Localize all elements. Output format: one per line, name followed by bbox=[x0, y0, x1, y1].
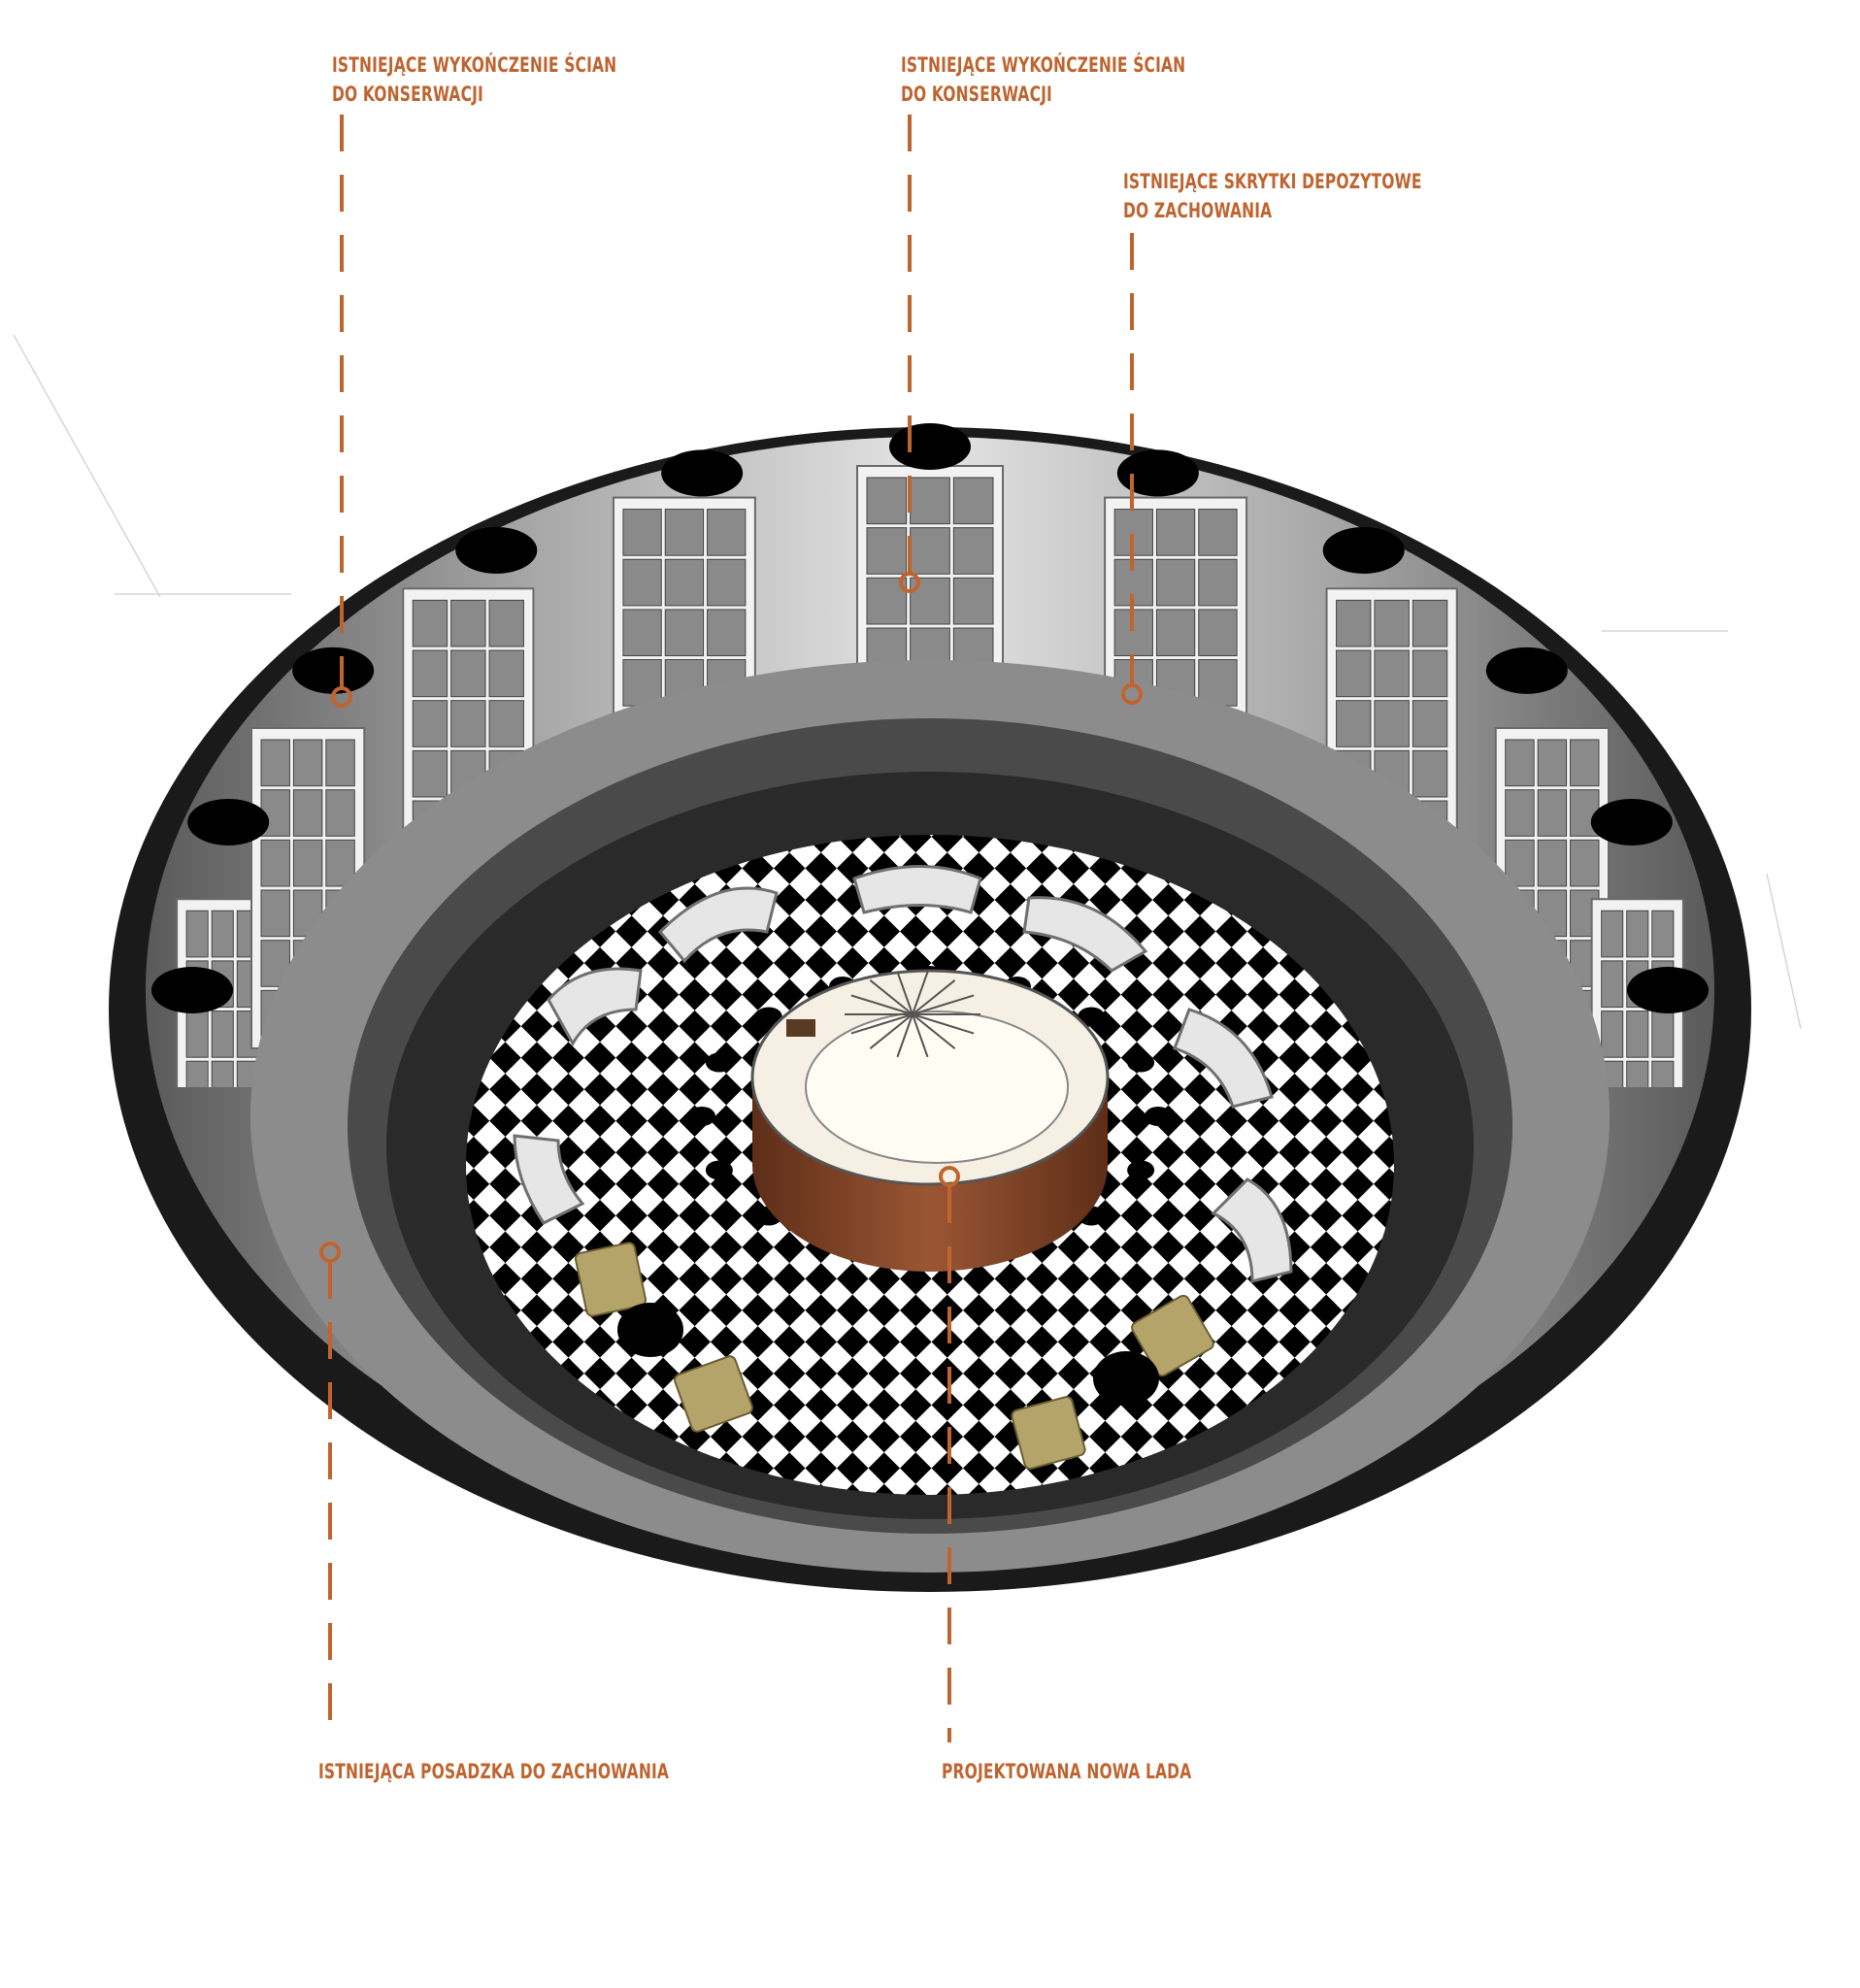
bar-stool bbox=[705, 1160, 733, 1180]
bar-stool bbox=[754, 1007, 782, 1027]
leader-lines bbox=[328, 115, 1134, 1742]
annotation-wall-finish-center: ISTNIEJĄCE WYKOŃCZENIE ŚCIAN DO KONSERWA… bbox=[901, 53, 1186, 106]
chandelier-arm bbox=[869, 979, 913, 1015]
annotation-counter: PROJEKTOWANA NOWA LADA bbox=[942, 1760, 1192, 1783]
chandelier-arm bbox=[896, 1013, 913, 1058]
construction-lines bbox=[13, 334, 1802, 1030]
column-cap bbox=[1485, 646, 1568, 694]
chandelier-arm bbox=[912, 1013, 975, 1035]
bar-stool bbox=[1145, 1107, 1172, 1126]
annotation-deposit-boxes: ISTNIEJĄCE SKRYTKI DEPOZYTOWE DO ZACHOWA… bbox=[1123, 170, 1422, 222]
chandelier-arm bbox=[912, 979, 956, 1015]
column-cap bbox=[661, 449, 744, 497]
column-cap bbox=[1627, 967, 1709, 1013]
column-cap bbox=[187, 798, 270, 845]
chandelier-arm bbox=[912, 971, 929, 1015]
annotation-floor: ISTNIEJĄCA POSADZKA DO ZACHOWANIA bbox=[318, 1760, 670, 1783]
side-tables bbox=[617, 1303, 1159, 1406]
column-cap bbox=[455, 526, 538, 574]
leader-markers bbox=[319, 572, 1143, 1263]
column-cap bbox=[889, 423, 971, 470]
bar-stool bbox=[688, 1107, 715, 1126]
bar-stool bbox=[1127, 1160, 1155, 1180]
sofas bbox=[513, 865, 1293, 1283]
chandelier-arm bbox=[850, 1013, 913, 1035]
bar-stool bbox=[1127, 1052, 1155, 1073]
column-cap bbox=[1116, 449, 1199, 497]
bar-stool bbox=[705, 1052, 733, 1073]
chandelier-arm bbox=[869, 1013, 913, 1049]
column-cap bbox=[151, 967, 233, 1013]
column-cap bbox=[1590, 798, 1673, 845]
column-cap bbox=[1322, 526, 1405, 574]
chandelier-arm bbox=[850, 994, 913, 1015]
bar-stool bbox=[1078, 1007, 1106, 1027]
chandelier-arm bbox=[912, 1013, 956, 1049]
chandelier-arm bbox=[896, 971, 913, 1015]
chandelier-arm bbox=[912, 1013, 929, 1058]
annotation-wall-finish-left: ISTNIEJĄCE WYKOŃCZENIE ŚCIAN DO KONSERWA… bbox=[332, 53, 617, 106]
armchairs bbox=[574, 1242, 1214, 1470]
chandelier-arm bbox=[912, 994, 975, 1015]
central-counter bbox=[750, 969, 1110, 1272]
column-cap bbox=[292, 646, 375, 694]
chandelier bbox=[845, 971, 980, 1058]
